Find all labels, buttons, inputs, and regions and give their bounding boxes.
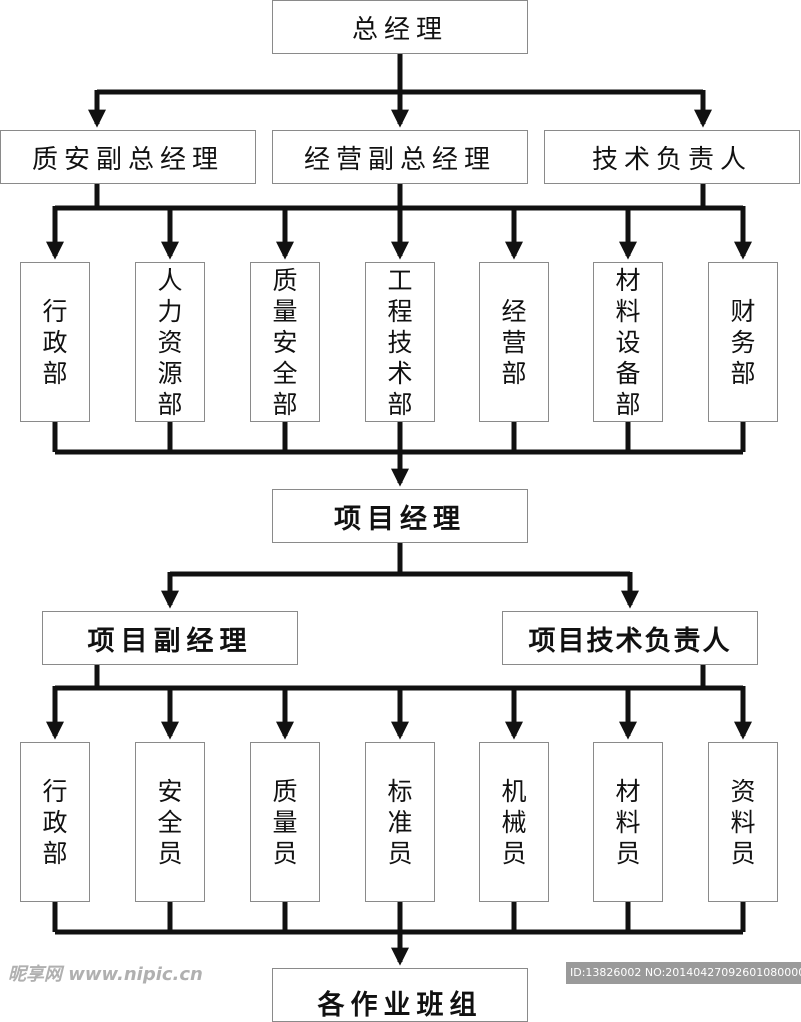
general-manager-box: 总经理	[272, 0, 528, 54]
deputy-box-quality-safety: 质安副总经理	[0, 130, 256, 184]
deputy-box-technical: 技术负责人	[544, 130, 800, 184]
deputy-label: 质安副总经理	[31, 144, 224, 175]
deputy-label: 技术负责人	[591, 144, 752, 175]
project-tech-lead-box: 项目技术负责人	[502, 611, 758, 665]
department-label: 材料设备部	[615, 265, 641, 419]
org-chart-connectors	[46, 54, 752, 966]
department-label: 人力资源部	[157, 265, 183, 419]
department-label: 工程技术部	[387, 265, 413, 419]
staff-box: 行政部	[20, 742, 90, 902]
staff-box: 机械员	[479, 742, 549, 902]
department-box: 材料设备部	[593, 262, 663, 422]
project-manager-box: 项目经理	[272, 489, 528, 543]
work-teams-box: 各作业班组	[272, 968, 528, 1022]
department-box: 行政部	[20, 262, 90, 422]
department-label: 质量安全部	[272, 265, 298, 419]
deputy-label: 经营副总经理	[303, 144, 496, 175]
department-label: 经营部	[501, 296, 527, 388]
staff-label: 资料员	[730, 776, 756, 868]
staff-box: 质量员	[250, 742, 320, 902]
staff-label: 材料员	[615, 776, 641, 868]
department-label: 财务部	[730, 296, 756, 388]
watermark-id-text: ID:13826002 NO:20140427092601080000	[566, 962, 801, 984]
staff-label: 安全员	[157, 776, 183, 868]
general-manager-label: 总经理	[351, 14, 448, 45]
staff-box: 资料员	[708, 742, 778, 902]
watermark-logo-text: 昵享网 www.nipic.cn	[8, 964, 203, 985]
department-label: 行政部	[42, 296, 68, 388]
department-box: 财务部	[708, 262, 778, 422]
staff-label: 行政部	[42, 776, 68, 868]
project-deputy-box: 项目副经理	[42, 611, 298, 665]
department-box: 人力资源部	[135, 262, 205, 422]
deputy-box-operations: 经营副总经理	[272, 130, 528, 184]
department-box: 经营部	[479, 262, 549, 422]
project-deputy-label: 项目副经理	[87, 625, 253, 657]
project-tech-lead-label: 项目技术负责人	[528, 625, 732, 657]
staff-box: 材料员	[593, 742, 663, 902]
staff-label: 机械员	[501, 776, 527, 868]
project-manager-label: 项目经理	[334, 503, 466, 535]
work-teams-label: 各作业班组	[317, 990, 483, 1021]
staff-label: 标准员	[387, 776, 413, 868]
department-box: 工程技术部	[365, 262, 435, 422]
staff-label: 质量员	[272, 776, 298, 868]
staff-box: 标准员	[365, 742, 435, 902]
staff-box: 安全员	[135, 742, 205, 902]
department-box: 质量安全部	[250, 262, 320, 422]
